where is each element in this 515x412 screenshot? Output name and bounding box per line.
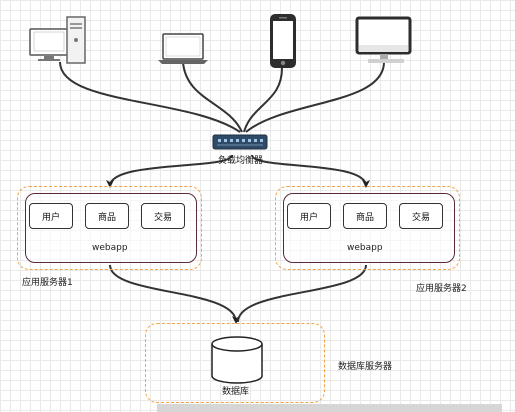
connector-server1-db (109, 264, 240, 324)
connector-lb-server2 (251, 154, 370, 188)
laptop-icon (158, 33, 208, 64)
server2-module-trade: 交易 (399, 203, 443, 229)
connector-desktop (59, 61, 241, 133)
connector-laptop (182, 61, 243, 133)
servers-to-db (109, 264, 367, 324)
server1-module-product: 商品 (85, 203, 129, 229)
connector-phone (243, 67, 283, 133)
database-server-caption: 数据库服务器 (338, 362, 393, 372)
database-server-container (145, 323, 325, 403)
server1-container (17, 186, 202, 270)
server2-container (275, 186, 460, 270)
lb-to-servers (106, 154, 370, 188)
connector-lb-server1 (106, 154, 233, 188)
server1-webapp-label: webapp (92, 243, 128, 253)
load-balancer-label: 负载均衡器 (218, 156, 264, 166)
server2-webapp-label: webapp (347, 243, 383, 253)
database-label: 数据库 (222, 387, 250, 397)
load-balancer-icon (212, 134, 268, 150)
smartphone-icon (270, 14, 296, 68)
server1-caption: 应用服务器1 (22, 278, 73, 288)
connector-server2-db (237, 264, 367, 323)
monitor-icon (355, 16, 412, 63)
horizontal-scrollbar[interactable] (157, 404, 502, 412)
server1-module-trade: 交易 (141, 203, 185, 229)
server2-module-product: 商品 (343, 203, 387, 229)
desktop-pc-icon (29, 16, 86, 64)
database-icon (211, 336, 263, 384)
connector-monitor (245, 61, 385, 133)
server1-module-user: 用户 (29, 203, 73, 229)
server2-module-user: 用户 (287, 203, 331, 229)
client-connectors (59, 61, 385, 133)
server2-caption: 应用服务器2 (416, 284, 467, 294)
